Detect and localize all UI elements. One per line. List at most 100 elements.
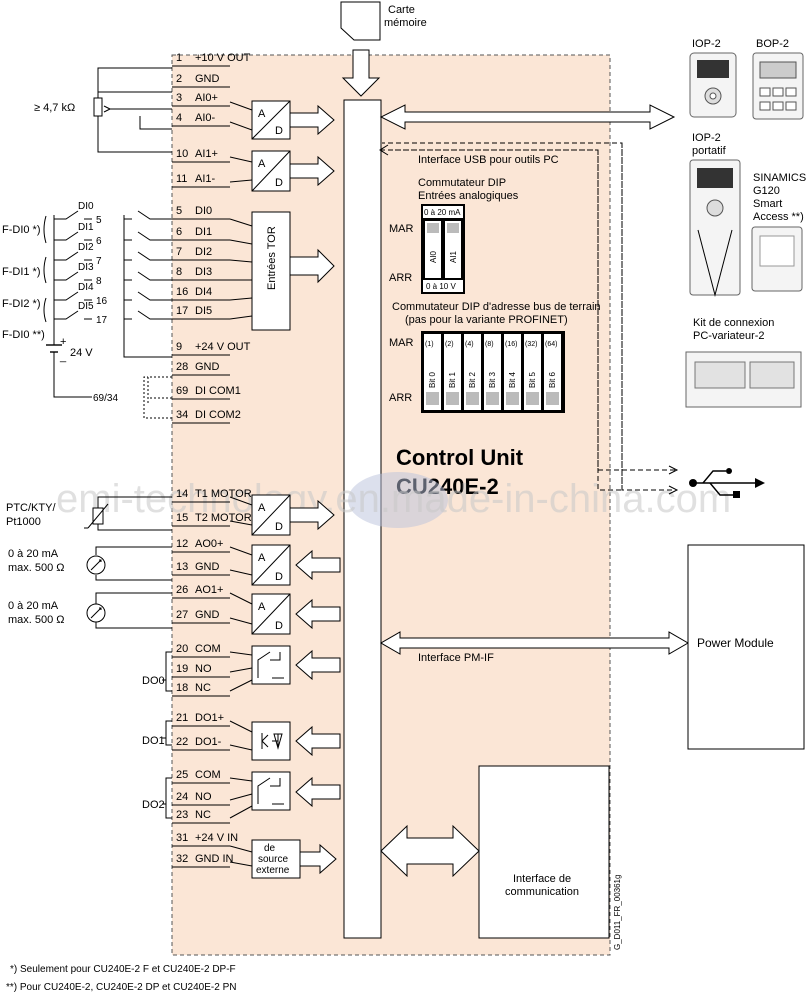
dip-address-value: (2) bbox=[445, 341, 454, 348]
terminal-number: 4 bbox=[176, 112, 182, 124]
do2-arrow bbox=[295, 776, 341, 808]
di-small-label: DI5 bbox=[78, 301, 94, 312]
external-source-label-2: source bbox=[258, 854, 288, 865]
terminal-label: NC bbox=[195, 809, 211, 821]
terminal-label: T1 MOTOR bbox=[195, 488, 252, 500]
terminal-label: DO1+ bbox=[195, 712, 224, 724]
terminal-label: DI1 bbox=[195, 226, 212, 238]
iop-portable-label-1: IOP-2 bbox=[692, 132, 721, 144]
supply-24v bbox=[46, 215, 172, 398]
footnote-2: **) Pour CU240E-2, CU240E-2 DP et CU240E… bbox=[6, 982, 236, 993]
do1-arrow bbox=[295, 725, 341, 757]
svg-text:A: A bbox=[258, 108, 266, 120]
terminal-number: 12 bbox=[176, 538, 188, 550]
terminal-label: DI4 bbox=[195, 286, 212, 298]
dip-analog-bottom-range: 0 à 10 V bbox=[426, 282, 456, 291]
ao0-range-1: 0 à 20 mA bbox=[8, 548, 59, 560]
bop2-label: BOP-2 bbox=[756, 38, 789, 50]
dip-address-switch[interactable] bbox=[424, 334, 441, 410]
comm-interface-label-1: Interface de bbox=[513, 873, 571, 885]
terminal-number: 8 bbox=[176, 266, 182, 278]
terminal-number: 34 bbox=[176, 409, 188, 421]
svg-text:D: D bbox=[275, 521, 283, 533]
smart-access-device bbox=[751, 226, 803, 292]
terminal-number: 22 bbox=[176, 736, 188, 748]
do0-arrow bbox=[295, 649, 341, 681]
thermistor-symbol bbox=[84, 496, 172, 531]
terminal-number: 7 bbox=[176, 246, 182, 258]
usb-interface-label: Interface USB pour outils PC bbox=[418, 154, 559, 166]
comm-interface-link bbox=[380, 824, 480, 878]
terminal-number: 19 bbox=[176, 663, 188, 675]
ao0-converter: AD bbox=[251, 544, 291, 586]
dip-address-switch[interactable] bbox=[544, 334, 561, 410]
dip-switch-ai0-label: AI0 bbox=[429, 250, 438, 263]
terminal-number: 14 bbox=[176, 488, 188, 500]
terminal-number: 3 bbox=[176, 92, 182, 104]
digital-inputs-label: Entrées TOR bbox=[266, 226, 278, 290]
resistor-label: ≥ 4,7 kΩ bbox=[34, 102, 75, 114]
comm-interface-box bbox=[478, 765, 610, 939]
sinamics-label-4: Access **) bbox=[753, 211, 804, 223]
dip-switch-ai0[interactable] bbox=[425, 221, 441, 278]
terminal-label: DI0 bbox=[195, 205, 212, 217]
terminal-label: NO bbox=[195, 663, 212, 675]
ao1-range-2: max. 500 Ω bbox=[8, 614, 65, 626]
memoire-label: mémoire bbox=[384, 17, 427, 29]
dip-address-bit: Bit 3 bbox=[488, 371, 497, 388]
dip-address-switch[interactable] bbox=[444, 334, 461, 410]
ao0-range-2: max. 500 Ω bbox=[8, 562, 65, 574]
di-number-label: 7 bbox=[96, 256, 102, 267]
di-small-label: DI2 bbox=[78, 242, 94, 253]
external-source-box bbox=[251, 839, 301, 879]
terminal-label: AO1+ bbox=[195, 584, 223, 596]
watermark-logo bbox=[348, 472, 448, 528]
supply-minus: _ bbox=[59, 351, 67, 363]
bop2-device bbox=[752, 52, 804, 120]
dip-address-bit: Bit 1 bbox=[448, 371, 457, 388]
document-code: G_D011_FR_00361g bbox=[613, 875, 622, 950]
terminal-label: AI0- bbox=[195, 112, 216, 124]
dip-switch-ai1[interactable] bbox=[445, 221, 461, 278]
svg-text:A: A bbox=[258, 502, 266, 514]
dip-address-mar: MAR bbox=[389, 337, 414, 349]
pc-connection-kit bbox=[685, 351, 802, 408]
di-number-label: 6 bbox=[96, 236, 102, 247]
supply-voltage: 24 V bbox=[70, 347, 93, 359]
ai1-arrow bbox=[289, 155, 335, 187]
dip-address-bit: Bit 2 bbox=[468, 371, 477, 388]
dip-address-value: (4) bbox=[465, 341, 474, 348]
terminal-number: 1 bbox=[176, 52, 182, 64]
dip-address-switch[interactable] bbox=[504, 334, 521, 410]
kit-label-2: PC-variateur-2 bbox=[693, 330, 765, 342]
terminal-label: DI2 bbox=[195, 246, 212, 258]
dip-address-value: (32) bbox=[525, 341, 537, 348]
terminal-label: +10 V OUT bbox=[195, 52, 251, 64]
terminal-label: AI1- bbox=[195, 173, 216, 185]
iop-portable-label-2: portatif bbox=[692, 145, 727, 157]
terminal-label: GND IN bbox=[195, 853, 234, 865]
motor-temp-converter: AD bbox=[251, 494, 291, 536]
terminal-number: 16 bbox=[176, 286, 188, 298]
dip-analog-title-1: Commutateur DIP bbox=[418, 177, 506, 189]
terminal-label: COM bbox=[195, 643, 221, 655]
do1-transistor bbox=[251, 721, 291, 761]
dip-address-switch[interactable] bbox=[484, 334, 501, 410]
iop-portable-device bbox=[689, 159, 741, 297]
svg-text:D: D bbox=[275, 125, 283, 137]
di-number-label: 8 bbox=[96, 276, 102, 287]
dip-analog-title-2: Entrées analogiques bbox=[418, 190, 519, 202]
dip-address-switch[interactable] bbox=[464, 334, 481, 410]
dip-address-switches: (1)Bit 0(2)Bit 1(4)Bit 2(8)Bit 3(16)Bit … bbox=[424, 334, 561, 410]
dip-address-value: (8) bbox=[485, 341, 494, 348]
dip-address-switch[interactable] bbox=[524, 334, 541, 410]
do2-relay bbox=[251, 771, 291, 811]
terminal-number: 31 bbox=[176, 832, 188, 844]
supply-plus: + bbox=[60, 336, 66, 348]
fdi0-label: F-DI0 *) bbox=[2, 224, 41, 236]
ptc-label-2: Pt1000 bbox=[6, 516, 41, 528]
dip-address-value: (1) bbox=[425, 341, 434, 348]
dip-address-bit: Bit 6 bbox=[548, 371, 557, 388]
